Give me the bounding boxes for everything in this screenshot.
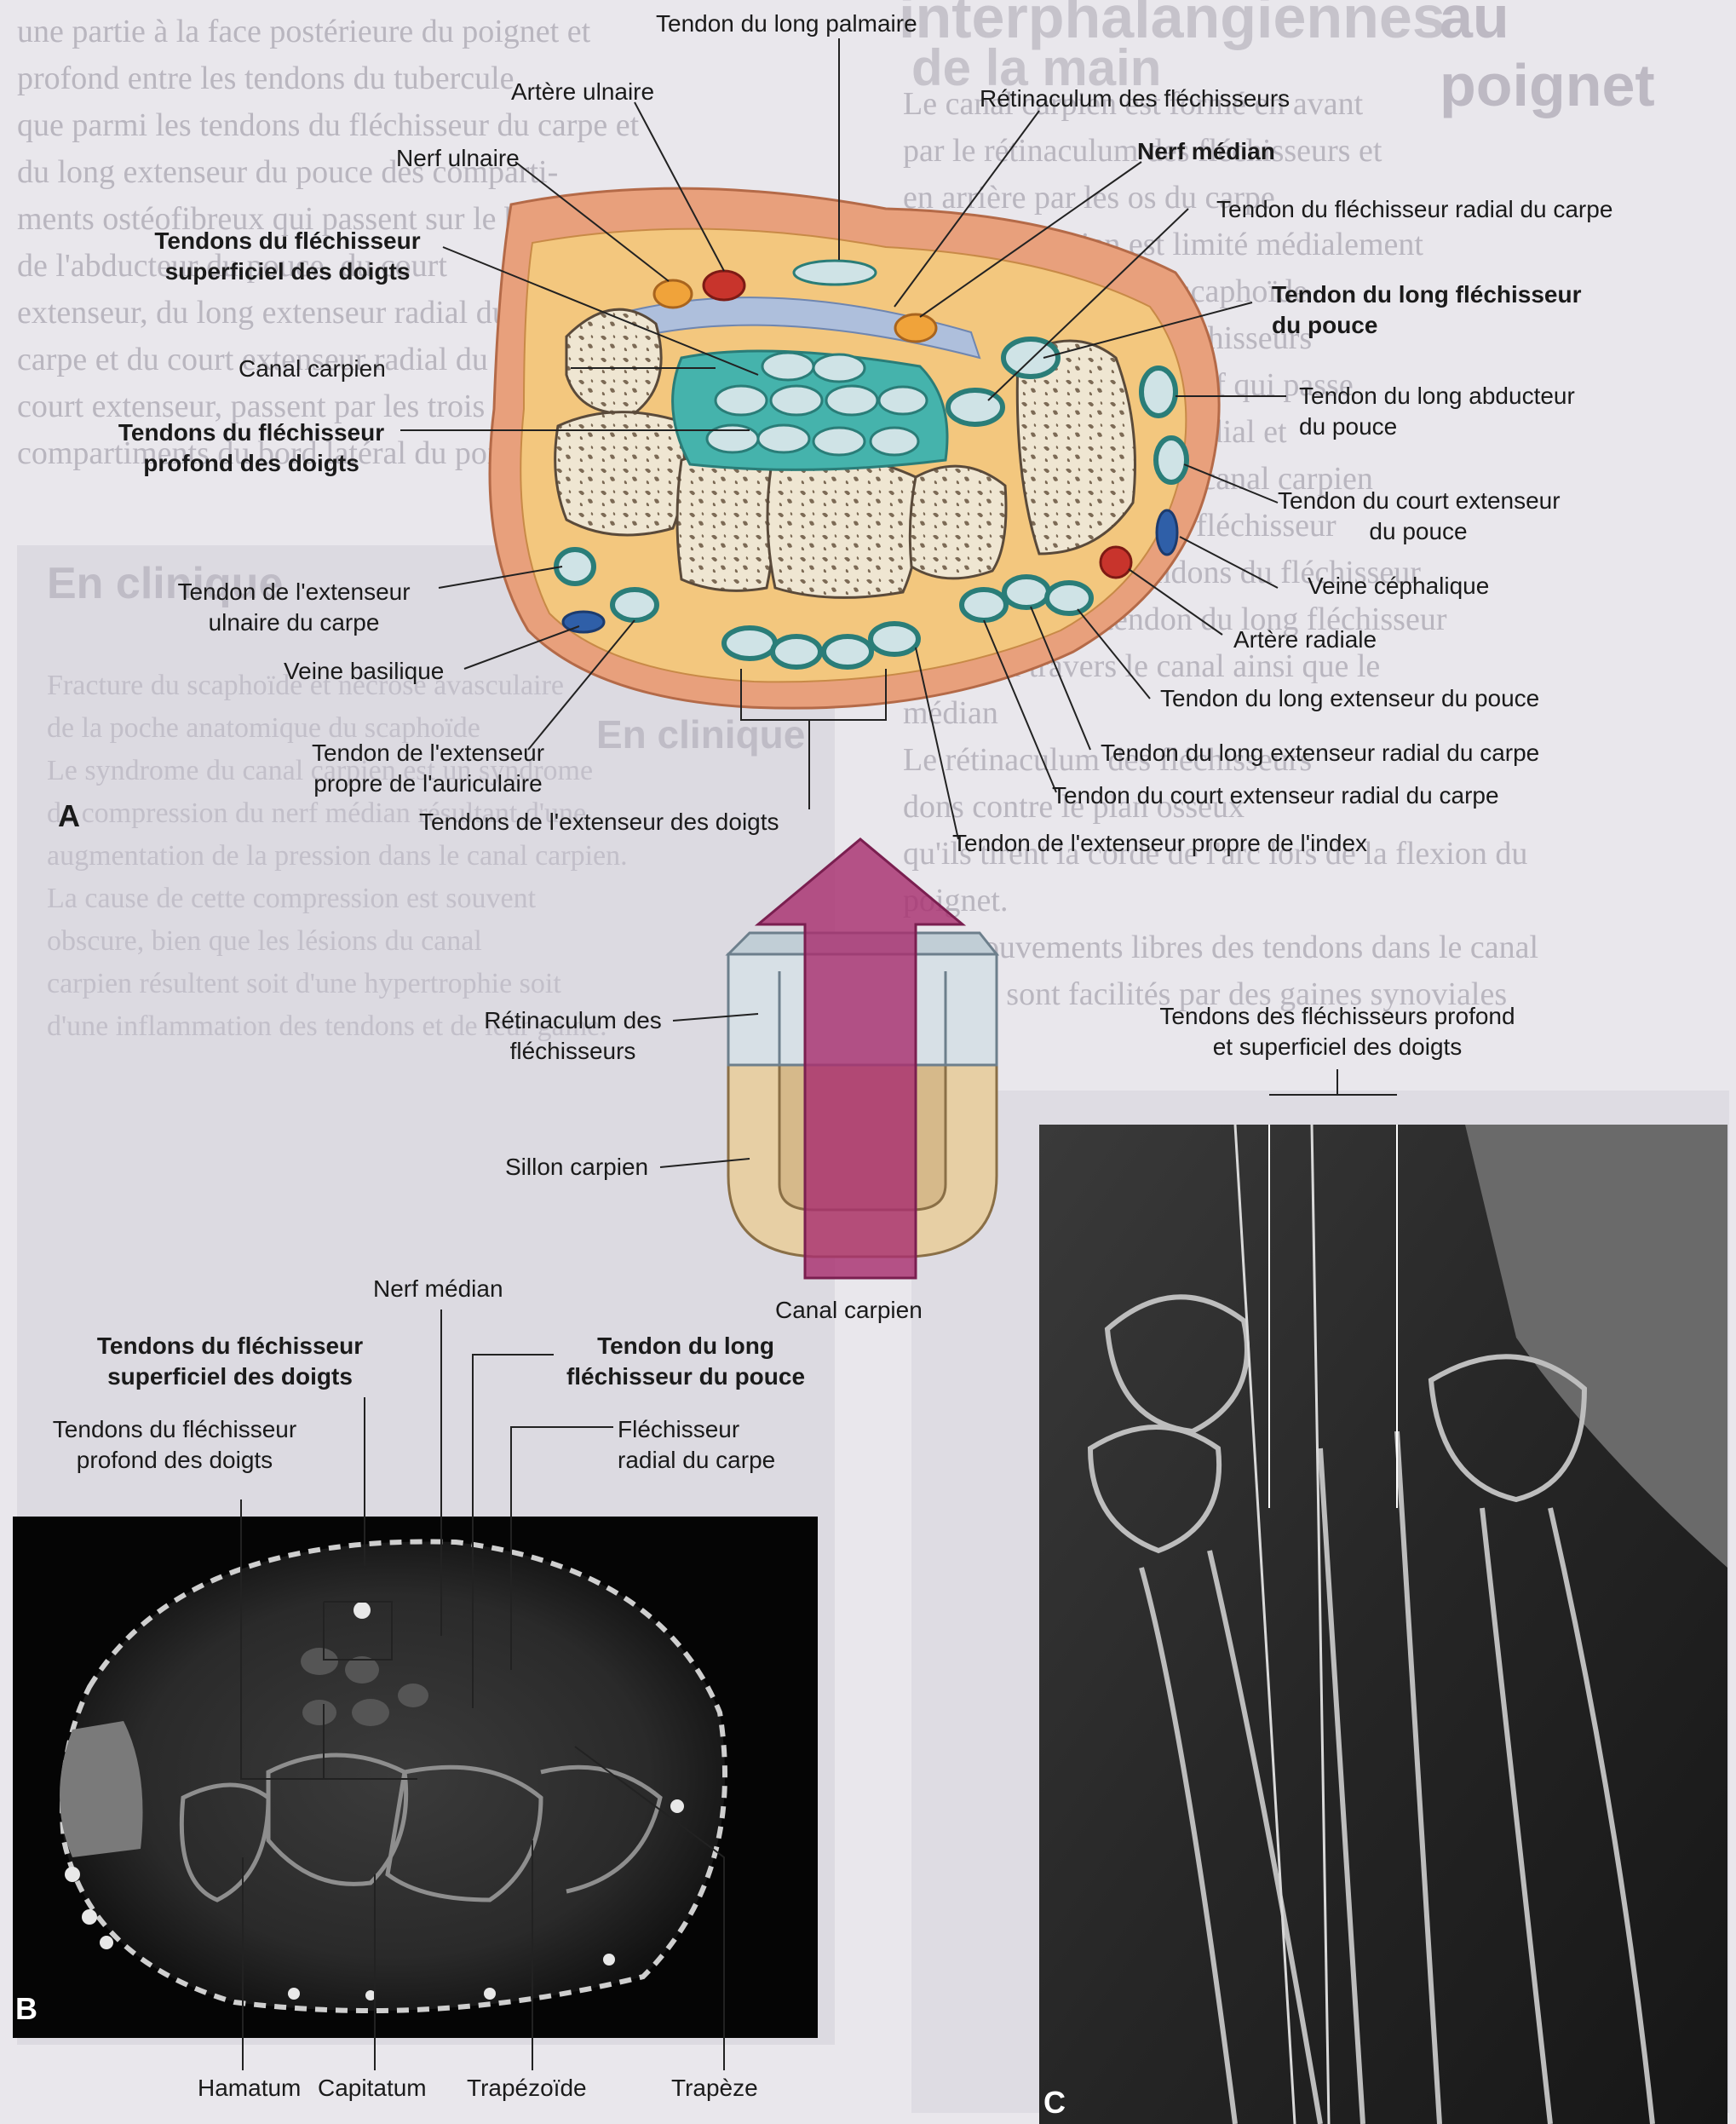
mri-coronal-image <box>1039 1125 1727 2124</box>
panel-letter-c: C <box>1043 2087 1066 2118</box>
panel-c-inner-leaders <box>1039 1125 1727 2124</box>
